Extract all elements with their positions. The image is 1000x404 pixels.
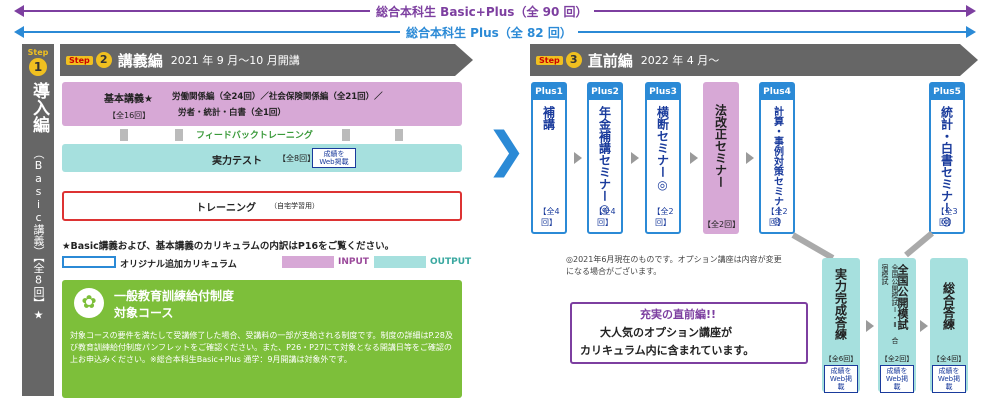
legend-input-swatch	[282, 256, 334, 268]
flow-arrow-icon	[920, 320, 928, 332]
flow-arrow-icon	[574, 152, 582, 164]
plus4-head: Plus4	[761, 84, 793, 100]
legend-original-label: オリジナル追加カリキュラム	[120, 260, 237, 270]
plus5-body: 統計・白書セミナー◎	[939, 106, 954, 228]
plus2-head: Plus2	[589, 84, 621, 100]
step3-header: Step 3 直前編 2022 年 4 月～	[530, 44, 978, 76]
promo-box	[570, 302, 808, 364]
grant-box	[62, 280, 462, 398]
plus-arrow-right-head	[966, 26, 976, 38]
plus1-head: Plus1	[533, 84, 565, 100]
plus1-count: 【全4回】	[538, 207, 560, 227]
basic-lecture-box	[62, 82, 462, 126]
training-box	[62, 191, 462, 221]
training-note: （自宅学習用）	[270, 202, 319, 210]
plus1-body: 補講	[541, 106, 556, 130]
step2-period: 2021 年 9 月～10 月開講	[170, 54, 300, 67]
footnote: ◎2021年6月現在のものです。オプション講座は内容が変更になる場合がございます…	[566, 255, 782, 276]
law-revision-column: 法改正セミナー 【全2回】	[703, 82, 741, 234]
feedback-arrow-icon	[395, 129, 403, 141]
step1-num: 1	[29, 58, 47, 76]
jitsuryoku-count: 【全6回】	[824, 355, 858, 363]
flow-arrow-icon	[631, 152, 639, 164]
flow-arrow-icon	[791, 232, 835, 261]
test-web-tag: 成績を Web掲載	[312, 148, 356, 168]
plus1-column: Plus1 補講 【全4回】	[531, 82, 567, 234]
step3-period: 2022 年 4 月～	[640, 54, 720, 67]
basic-lecture-label: 基本講義★	[104, 94, 153, 105]
basic-plus-arrow-right-head	[966, 5, 976, 17]
legend-output-swatch	[374, 256, 426, 268]
plus4-body: 計算・事例対策セミナー◎	[771, 106, 783, 227]
moshi-web-tag: 成績を Web掲載	[880, 365, 914, 393]
test-count: 【全8回】	[278, 154, 316, 163]
flow-arrow-icon	[746, 152, 754, 164]
jitsuryoku-title: 実力完成答練	[833, 268, 848, 340]
grant-body: 対象コースの要件を満たして受講修了した場合、受講料の一部が支給される制度です。制…	[70, 331, 453, 364]
chevron-right-icon: ❯	[486, 122, 527, 178]
feedback-arrow-icon	[175, 129, 183, 141]
plus-arrow-left-head	[14, 26, 24, 38]
moshi-sub: 全国公開模試Ⅰ・Ⅱ 合宿模試	[881, 264, 899, 344]
plus5-count: 【全3回】	[936, 207, 958, 227]
step2-title: 講義編	[117, 51, 163, 70]
step1-column	[22, 44, 54, 396]
sogo-title: 総合答練	[941, 282, 956, 330]
plus3-column: Plus3 横断セミナー◎ 【全2回】	[645, 82, 681, 234]
step3-num: 3	[565, 52, 582, 68]
plus3-body: 横断セミナー◎	[655, 106, 670, 192]
sogo-web-tag: 成績を Web掲載	[932, 365, 966, 393]
plus3-head: Plus3	[647, 84, 679, 100]
plus4-count: 【全2回】	[766, 207, 788, 227]
plus3-count: 【全2回】	[652, 207, 674, 227]
law-revision-body: 法改正セミナー	[713, 104, 728, 188]
law-revision-count: 【全2回】	[703, 220, 741, 229]
step3-title: 直前編	[587, 51, 633, 70]
basic-plus-label: 総合本科生 Basic+Plus（全 90 回）	[370, 3, 594, 20]
basic-lecture-count: 【全16回】	[108, 111, 151, 120]
flow-arrow-icon	[690, 152, 698, 164]
sogo-count: 【全4回】	[932, 355, 966, 363]
plus-label: 総合本科生 Plus（全 82 回）	[400, 24, 578, 41]
step1-subtitle: （Basic講義）【全8回】★	[32, 148, 45, 322]
flow-arrow-icon	[904, 230, 934, 258]
plus2-count: 【全4回】	[594, 207, 616, 227]
promo-line2: カリキュラム内に含まれています。	[580, 344, 755, 357]
feedback-arrow-icon	[342, 129, 350, 141]
flow-arrow-icon	[866, 320, 874, 332]
promo-line1: 大人気のオプション講座が	[600, 326, 732, 339]
plus2-body: 年金補講セミナー◎	[597, 106, 612, 216]
star-note: ★Basic講義および、基本講義のカリキュラムの内訳はP16をご覧ください。	[62, 241, 395, 252]
legend-original-swatch	[62, 256, 116, 268]
plus2-column: Plus2 年金補講セミナー◎ 【全4回】	[587, 82, 623, 234]
moshi-title: 全国公開模試	[896, 264, 909, 330]
step2-badge: Step	[66, 55, 93, 65]
grant-title2: 対象コース	[114, 306, 174, 320]
feedback-arrow-icon	[120, 129, 128, 141]
test-label: 実力テスト	[212, 156, 262, 167]
plus5-head: Plus5	[931, 84, 963, 100]
test-box	[62, 144, 462, 172]
step1-badge: Step	[27, 48, 49, 57]
grant-title1: 一般教育訓練給付制度	[114, 289, 235, 303]
step2-header: Step 2 講義編 2021 年 9 月～10 月開講	[60, 44, 473, 76]
plus5-column: Plus5 統計・白書セミナー◎ 【全3回】	[929, 82, 965, 234]
legend-output-label: OUTPUT	[430, 257, 472, 267]
step1-title: 導入編	[29, 82, 49, 133]
step2-num: 2	[95, 52, 112, 68]
legend-input-label: INPUT	[338, 257, 369, 267]
plus4-column: Plus4 計算・事例対策セミナー◎ 【全2回】	[759, 82, 795, 234]
step3-badge: Step	[536, 55, 563, 65]
feedback-label: フィードバックトレーニング	[196, 131, 313, 141]
grant-bird-icon: ✿	[74, 288, 104, 318]
promo-head: 充実の直前編!!	[640, 308, 717, 321]
basic-lecture-line1: 労働関係編（全24回）／社会保険関係編（全21回）／	[172, 92, 383, 102]
training-label: トレーニング	[196, 203, 256, 214]
moshi-count: 【全2回】	[880, 355, 914, 363]
basic-plus-arrow-left-head	[14, 5, 24, 17]
basic-lecture-line2: 労者・統計・白書（全1回）	[178, 108, 286, 118]
jitsuryoku-web-tag: 成績を Web掲載	[824, 365, 858, 393]
